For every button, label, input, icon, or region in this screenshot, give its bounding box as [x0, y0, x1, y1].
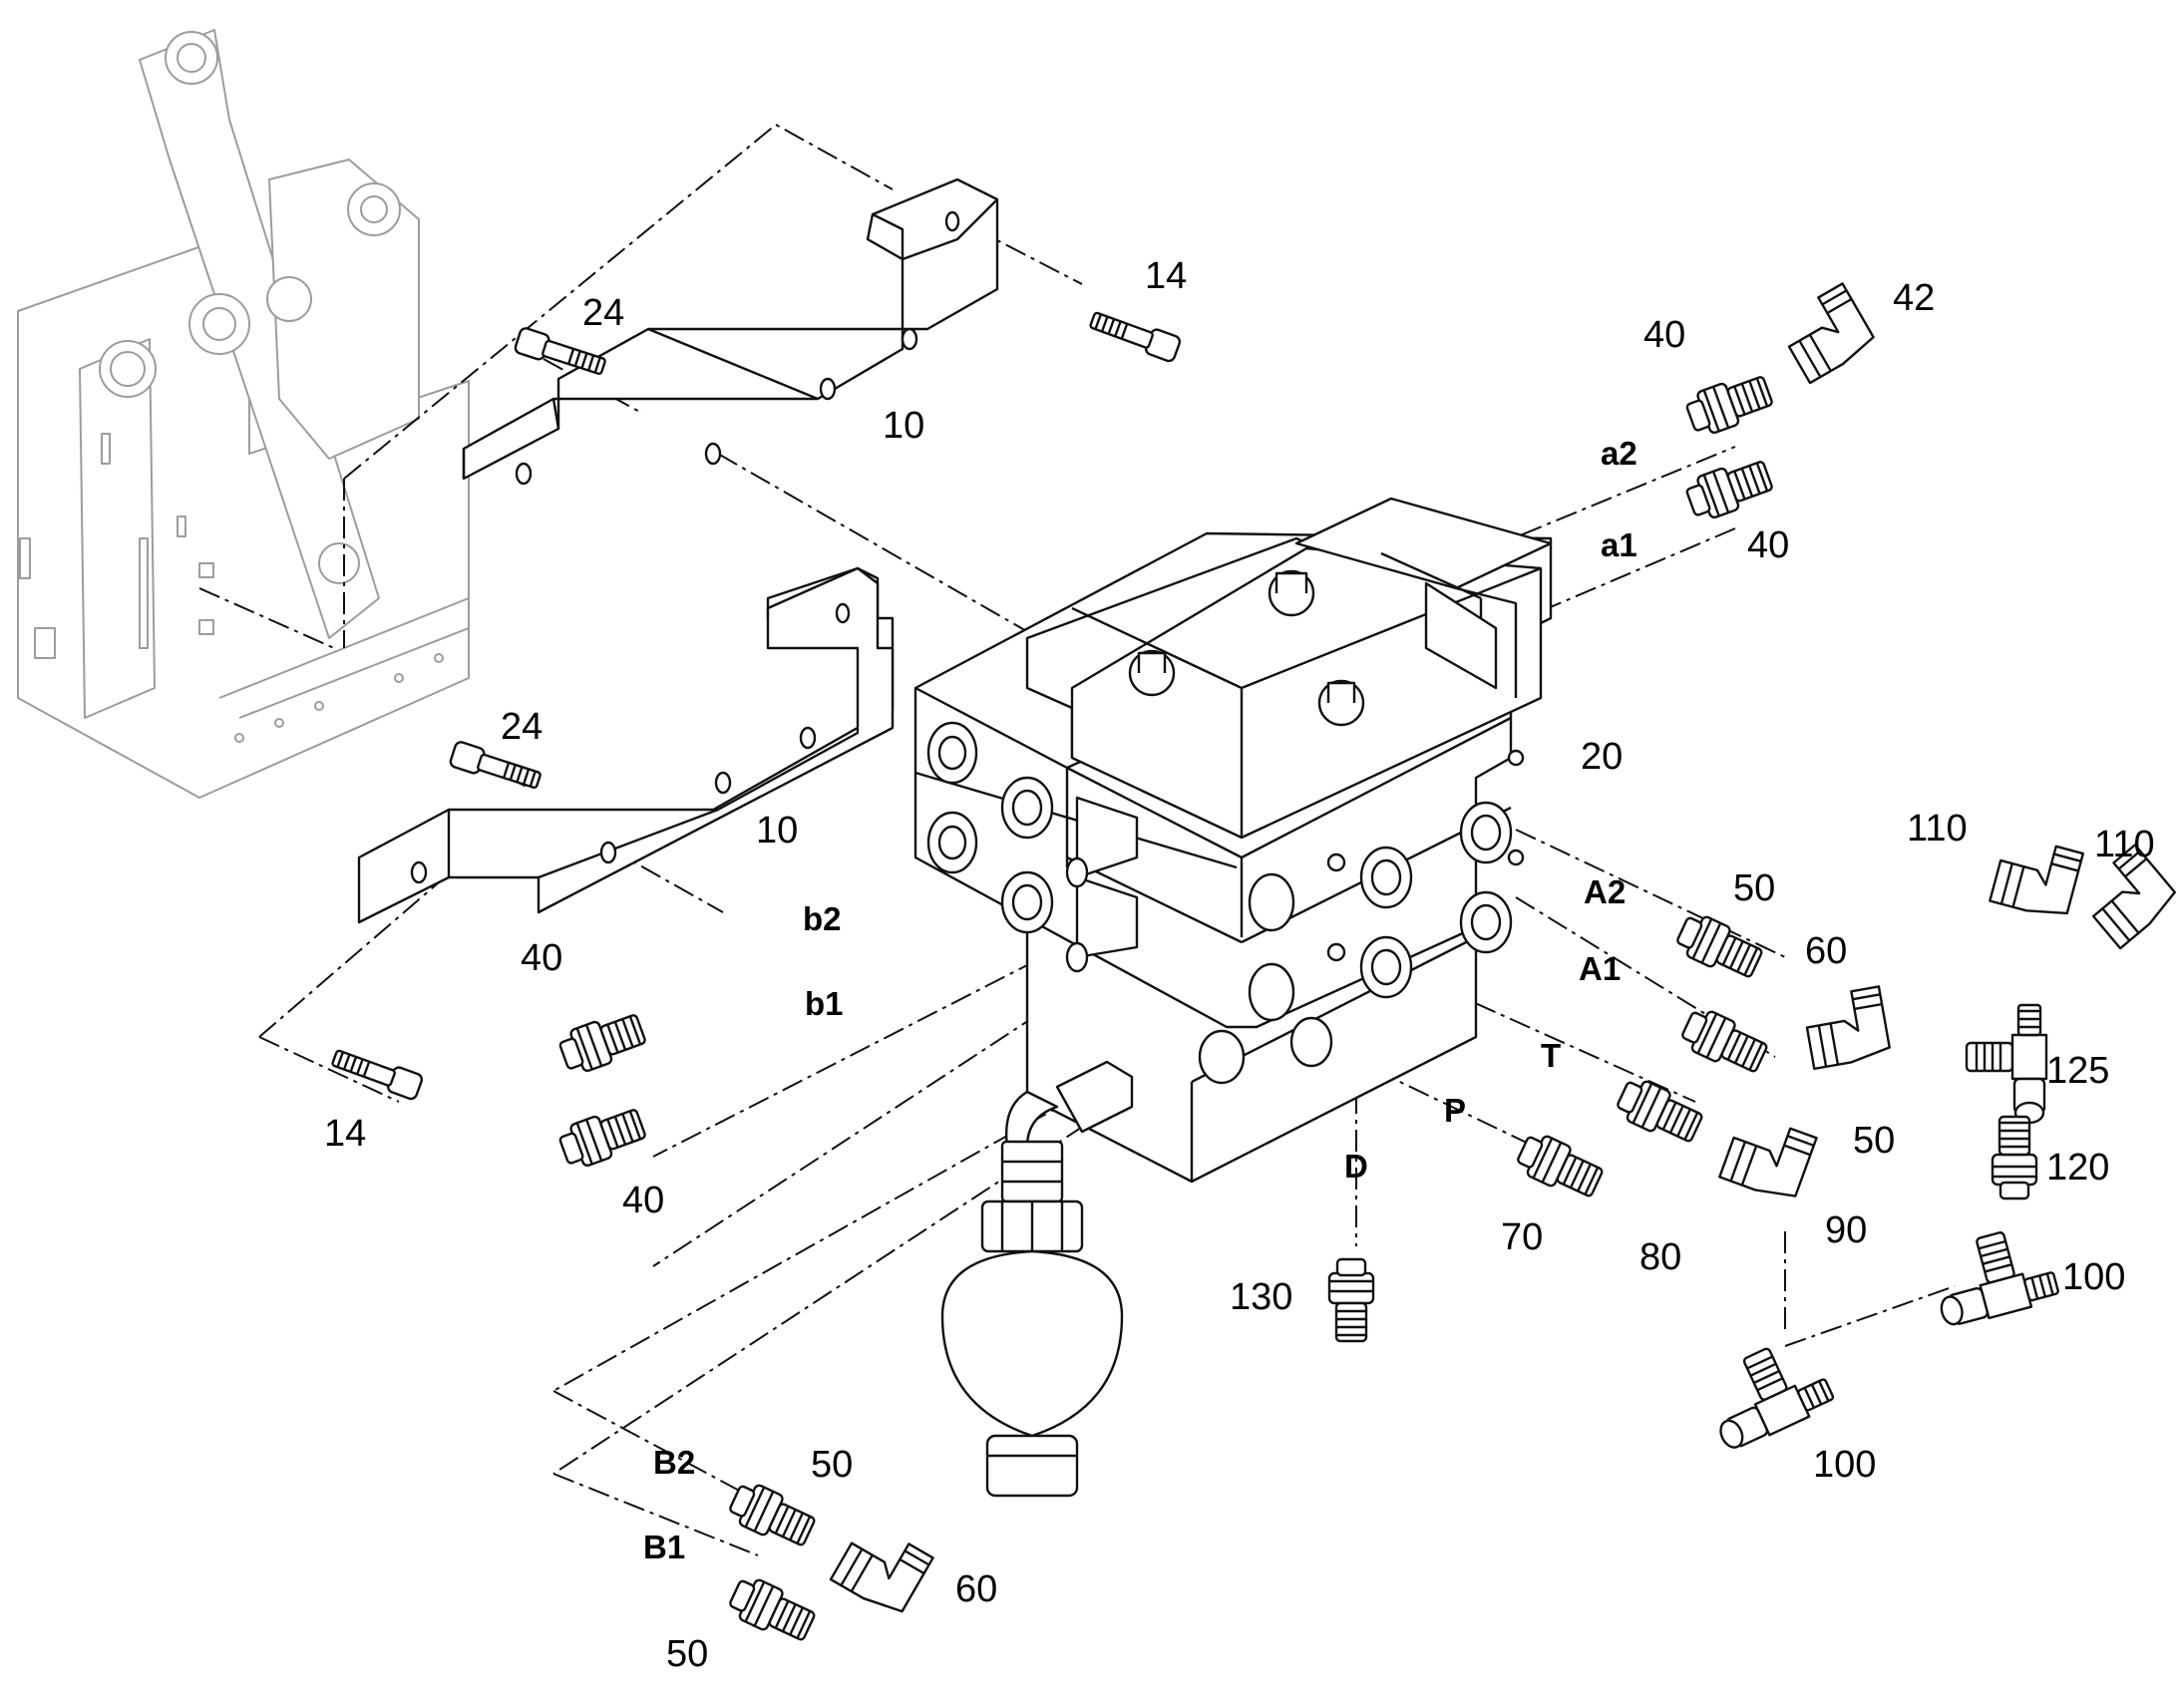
fitting-50-A2 — [1671, 908, 1767, 986]
label-part-120: 120 — [2046, 1147, 2110, 1189]
label-port-T: T — [1541, 1037, 1562, 1074]
label-part-40-b2: 40 — [521, 937, 563, 979]
fitting-130 — [1327, 1257, 1375, 1343]
label-part-24-upper: 24 — [582, 292, 625, 334]
label-part-50-B1: 50 — [666, 1633, 709, 1675]
bracket-lower — [357, 566, 895, 924]
bracket-upper — [462, 177, 999, 486]
label-port-D: D — [1344, 1148, 1368, 1185]
label-part-10-upper: 10 — [883, 405, 925, 447]
fitting-40-a1 — [1681, 453, 1777, 525]
fitting-40-b2 — [554, 1006, 650, 1079]
fitting-40-b1 — [554, 1101, 650, 1174]
valve-block — [913, 497, 1553, 1184]
label-part-110-right: 110 — [2094, 824, 2155, 865]
label-part-14-upper: 14 — [1145, 255, 1188, 297]
label-port-P: P — [1444, 1092, 1467, 1129]
frame-assembly — [17, 29, 470, 799]
bolt-24-lower — [448, 739, 545, 795]
label-part-60-right: 60 — [1805, 930, 1848, 972]
label-part-14-lower: 14 — [324, 1113, 367, 1155]
tee-100-right — [1925, 1220, 2062, 1331]
label-part-24-lower: 24 — [501, 706, 544, 748]
tee-125 — [1965, 1003, 2048, 1125]
elbow-110-left — [1989, 832, 2084, 922]
label-part-40-a1: 40 — [1747, 524, 1790, 566]
tee-100-bottom — [1694, 1330, 1838, 1456]
label-part-40-a2: 40 — [1643, 314, 1686, 356]
label-port-B1: B1 — [643, 1529, 686, 1565]
label-part-40-b1: 40 — [622, 1180, 665, 1221]
label-part-100-bottom: 100 — [1813, 1444, 1877, 1486]
fitting-50-B2 — [724, 1477, 820, 1554]
label-part-42: 42 — [1893, 277, 1936, 319]
fitting-40-a2 — [1681, 368, 1777, 441]
fitting-50-B1 — [724, 1571, 820, 1649]
fitting-120 — [1991, 1115, 2038, 1200]
label-part-100-right: 100 — [2062, 1256, 2126, 1298]
label-port-A2: A2 — [1584, 873, 1627, 910]
elbow-60-left — [829, 1518, 934, 1620]
elbow-42 — [1773, 282, 1879, 385]
label-part-20: 20 — [1581, 736, 1624, 778]
fitting-70 — [1512, 1128, 1608, 1205]
elbow-90 — [1718, 1110, 1818, 1205]
label-part-50-A2: 50 — [1733, 867, 1776, 909]
label-part-130: 130 — [1230, 1276, 1293, 1318]
bolt-14-upper — [1086, 306, 1183, 364]
fitting-50-A1 — [1676, 1003, 1772, 1081]
label-part-125: 125 — [2046, 1050, 2110, 1092]
label-port-A1: A1 — [1579, 950, 1622, 987]
label-port-b1: b1 — [805, 985, 844, 1022]
elbow-60-right — [1800, 985, 1893, 1071]
label-part-70: 70 — [1501, 1216, 1544, 1258]
label-part-50-B2: 50 — [811, 1444, 854, 1486]
label-part-60-left: 60 — [955, 1568, 998, 1610]
label-part-110-left: 110 — [1907, 808, 1968, 850]
label-part-80: 80 — [1639, 1236, 1682, 1278]
label-part-10-lower: 10 — [756, 810, 799, 852]
label-port-a2: a2 — [1601, 435, 1637, 472]
accumulator — [940, 1060, 1134, 1498]
label-port-b2: b2 — [803, 900, 842, 937]
bolt-24-upper — [513, 325, 609, 381]
label-port-a1: a1 — [1601, 526, 1637, 563]
label-port-B2: B2 — [653, 1444, 696, 1481]
label-part-90: 90 — [1825, 1209, 1868, 1251]
label-part-50-A1: 50 — [1853, 1120, 1896, 1162]
